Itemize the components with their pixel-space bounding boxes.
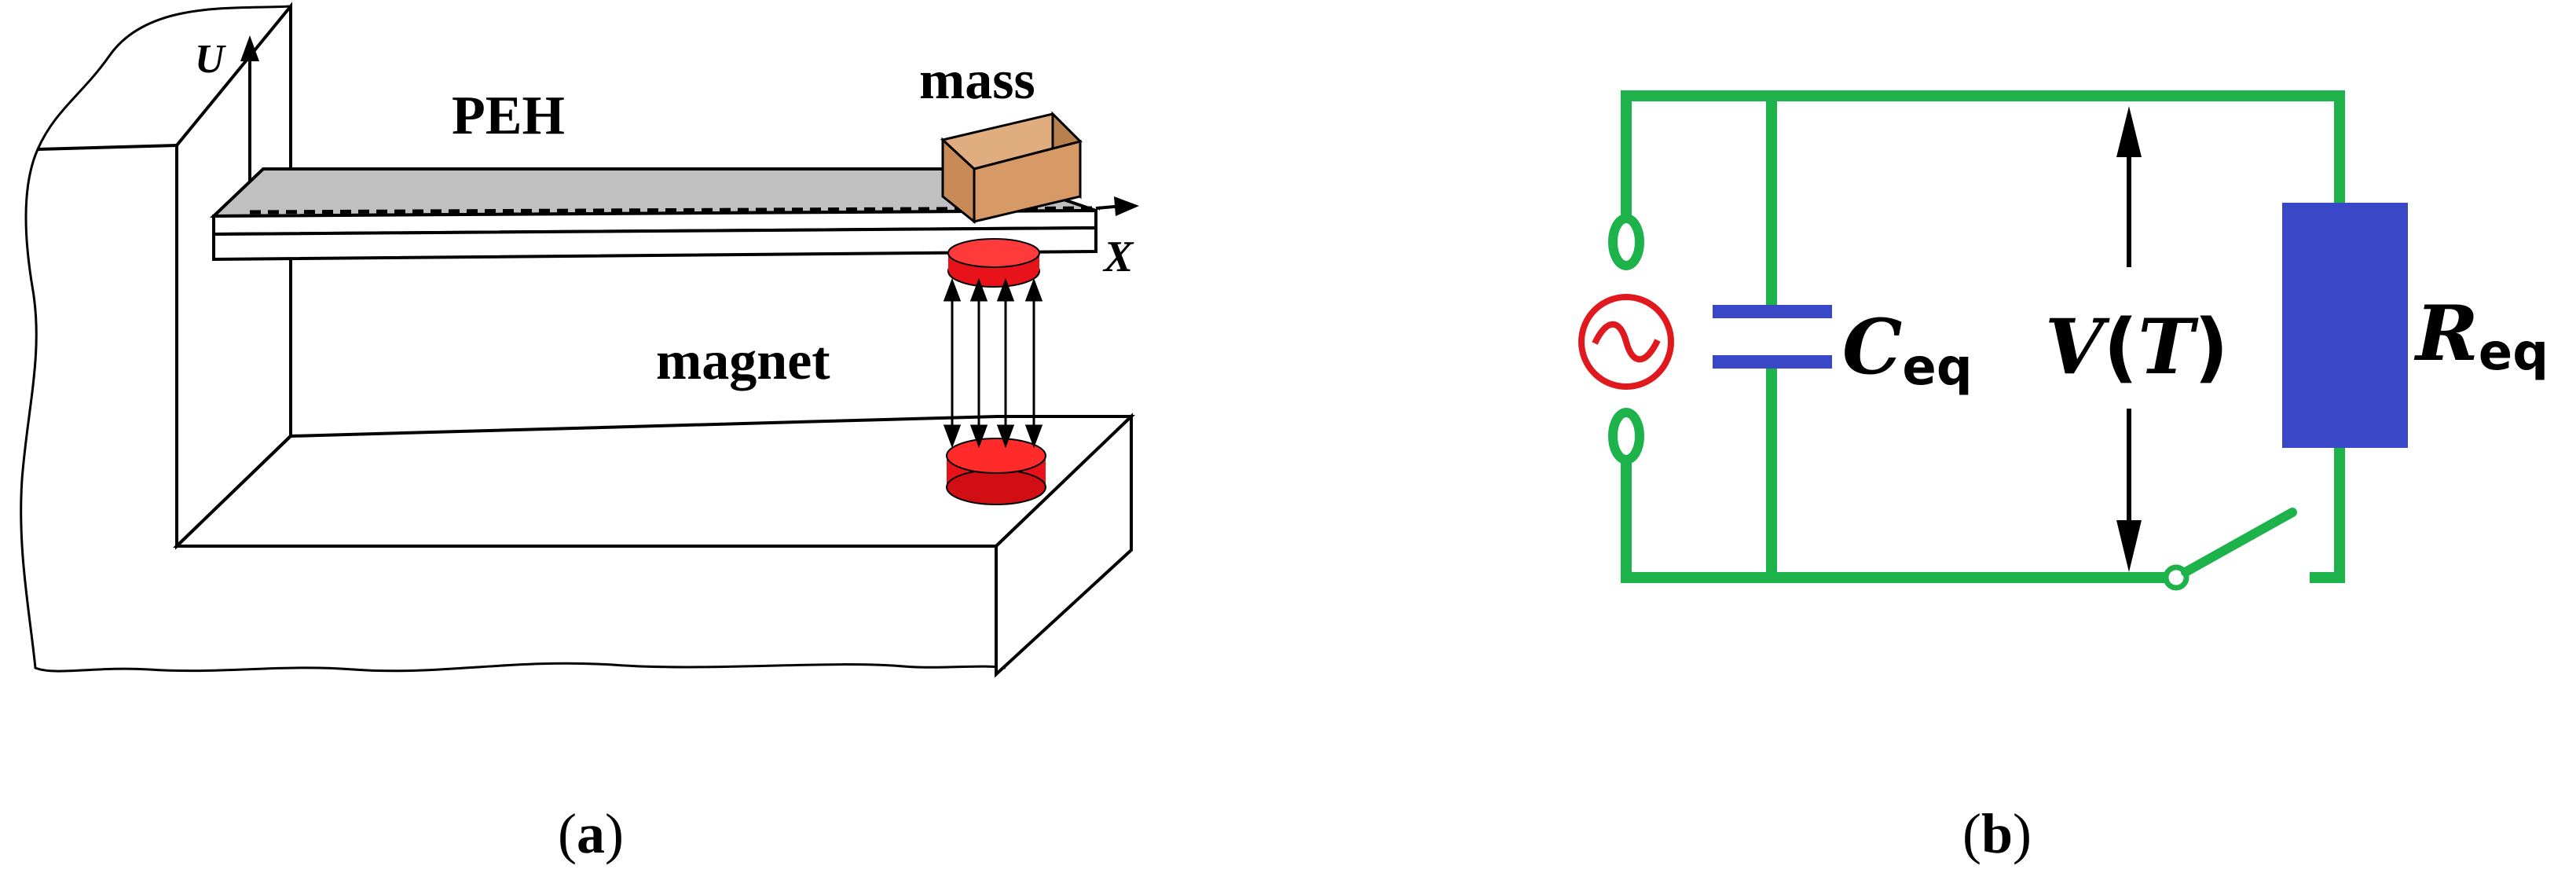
- label-v-t: V(T): [2045, 303, 2229, 391]
- panel-a: U PEH X mass: [20, 2, 1139, 865]
- caption-b: (b): [1962, 802, 2032, 865]
- label-x: X: [1102, 233, 1134, 281]
- resistor: [2282, 203, 2408, 448]
- tip-mass: [940, 111, 1083, 225]
- panel-b: Ceq V(T) Req (b): [1578, 90, 2549, 865]
- label-r-eq: Req: [2413, 289, 2549, 382]
- base-platform: [173, 413, 1135, 678]
- label-u: U: [195, 37, 226, 82]
- bottom-magnet: [946, 438, 1046, 505]
- label-mass: mass: [919, 50, 1035, 111]
- capacitor: [1713, 305, 1832, 369]
- caption-a: (a): [558, 802, 624, 865]
- wall-outline: [20, 5, 1006, 673]
- switch[interactable]: [2163, 508, 2297, 591]
- ac-source: [1578, 214, 1674, 464]
- magnetic-force-arrows: [943, 277, 1043, 449]
- label-c-eq: Ceq: [1842, 303, 1973, 397]
- top-magnet: [947, 238, 1040, 288]
- u-axis-arrow: [240, 35, 259, 203]
- x-axis-arrow: [1095, 196, 1139, 216]
- voltage-arrow: [2116, 106, 2142, 572]
- fixed-wall: [37, 2, 292, 550]
- circuit-wires: [1621, 90, 2345, 583]
- label-magnet: magnet: [656, 331, 830, 391]
- magnet-label-bg: [652, 322, 947, 401]
- label-peh: PEH: [452, 86, 565, 146]
